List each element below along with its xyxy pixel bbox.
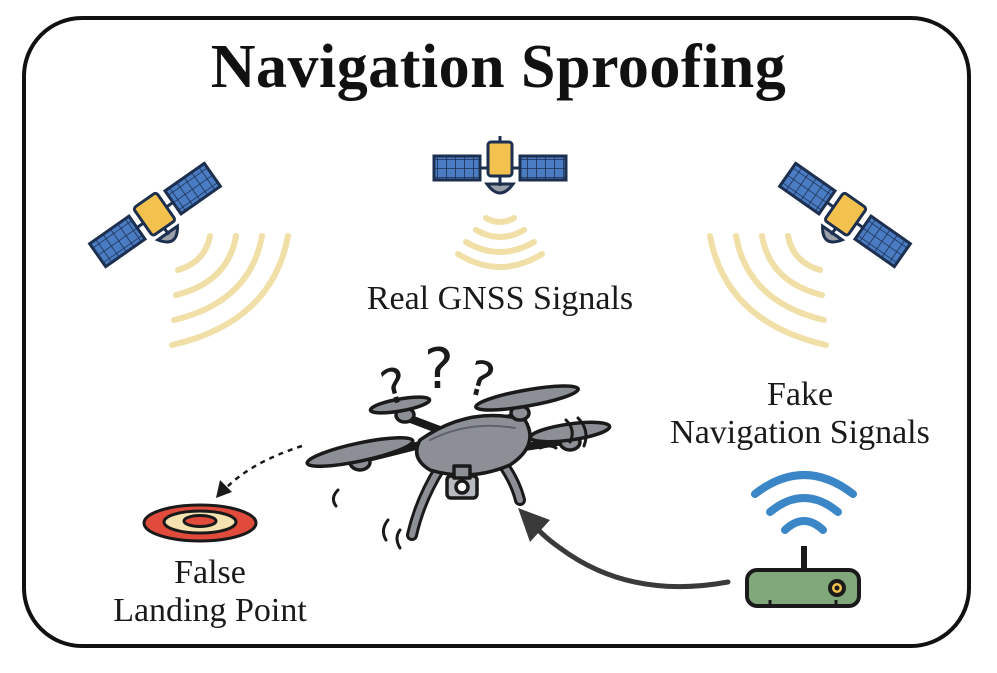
false-landing-line1: False bbox=[174, 554, 246, 591]
question-mark: ? bbox=[424, 337, 454, 402]
satellite-left-icon bbox=[87, 161, 223, 269]
false-landing-line2: Landing Point bbox=[113, 592, 307, 629]
drone-icon bbox=[305, 384, 612, 541]
fake-signals-line1: Fake bbox=[766, 376, 834, 413]
diagram-title: Navigation Sproofing bbox=[210, 33, 787, 101]
spoof-arrow-icon bbox=[518, 508, 731, 590]
landing-target-icon bbox=[142, 503, 258, 543]
false-path-arrow-icon bbox=[216, 444, 303, 498]
real-gnss-signals-label: Real GNSS Signals bbox=[300, 280, 700, 318]
wifi-icon bbox=[751, 471, 857, 534]
signal-waves-right bbox=[707, 233, 829, 348]
satellite-top-icon bbox=[432, 136, 568, 195]
drone-wobble-marks bbox=[331, 416, 588, 550]
confusion-question-marks: ? ? ? bbox=[375, 337, 501, 417]
satellite-right-icon bbox=[777, 161, 913, 269]
router-icon bbox=[745, 546, 861, 608]
signal-waves-top bbox=[455, 215, 545, 270]
diagram-frame bbox=[22, 16, 971, 648]
fake-navigation-signals-label: Fake Navigation Signals bbox=[630, 376, 970, 452]
real-gnss-signals-text: Real GNSS Signals bbox=[366, 280, 634, 317]
false-landing-point-label: False Landing Point bbox=[70, 554, 350, 630]
fake-signals-line2: Navigation Signals bbox=[670, 414, 930, 451]
signal-waves-left bbox=[169, 233, 291, 348]
